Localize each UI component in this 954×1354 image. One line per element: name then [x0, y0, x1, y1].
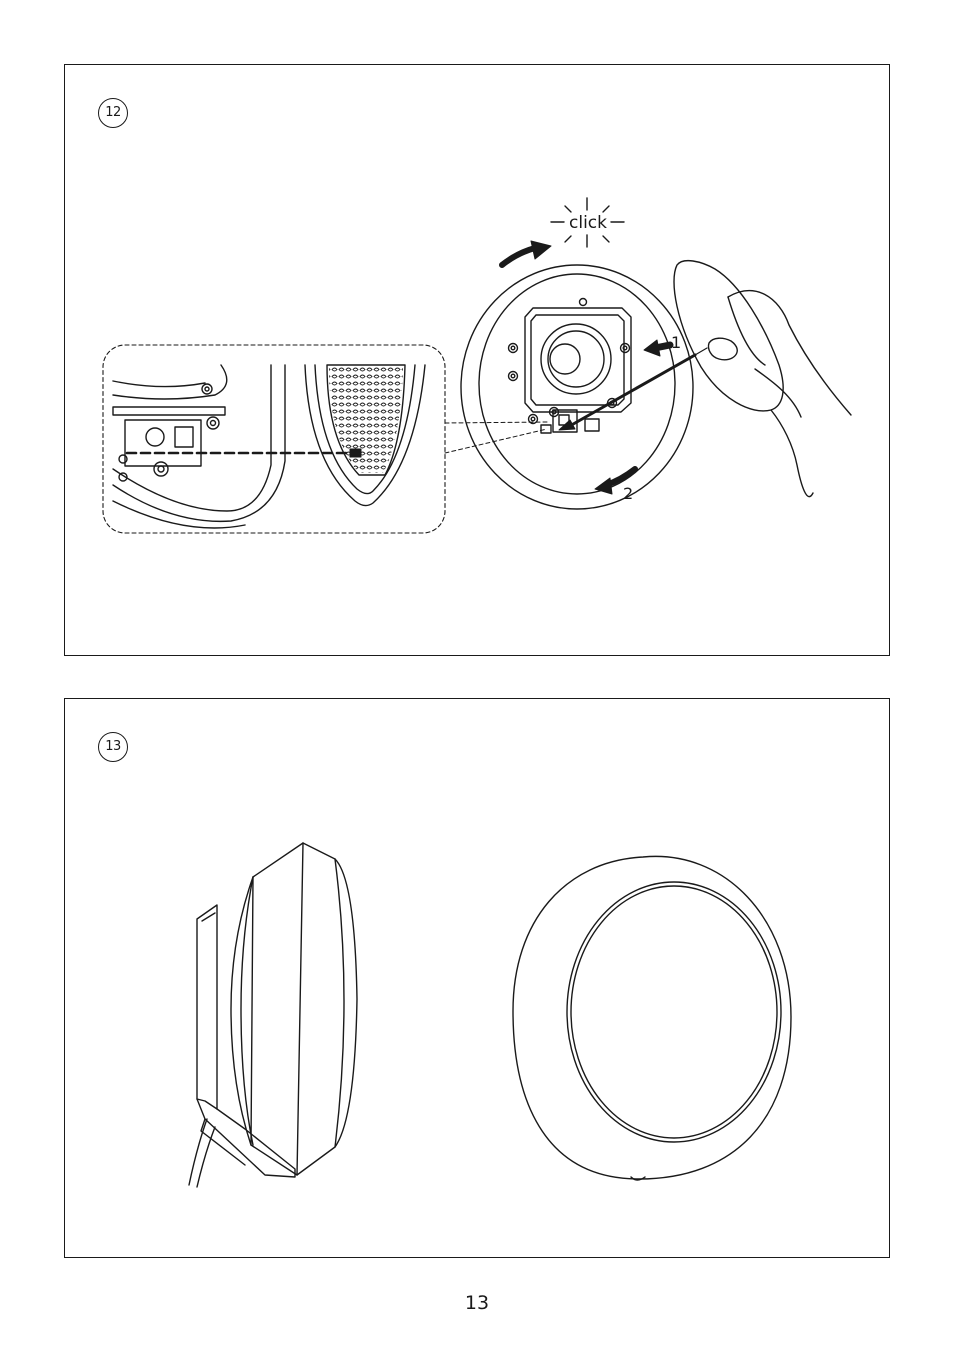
- arrow-1-label: 1: [671, 333, 681, 352]
- step-12-panel: 12: [64, 64, 890, 656]
- page-number: 13: [0, 1292, 954, 1314]
- rotate-arrow-top-icon: [502, 241, 551, 265]
- hand-illustration: [674, 261, 851, 497]
- speaker-side-view: [189, 843, 357, 1187]
- release-tool-icon: [559, 348, 707, 430]
- arrow-2-label: 2: [623, 484, 633, 503]
- step-12-illustration: click 1 2: [65, 65, 891, 657]
- step-13-panel: 13: [64, 698, 890, 1258]
- click-label: click: [569, 213, 607, 233]
- push-arrow-icon: [644, 340, 670, 356]
- speaker-wall-mount-illustration: [461, 265, 693, 509]
- step-13-illustration: [65, 699, 891, 1259]
- grille-mesh: [325, 365, 409, 475]
- speaker-front-view: [513, 856, 791, 1180]
